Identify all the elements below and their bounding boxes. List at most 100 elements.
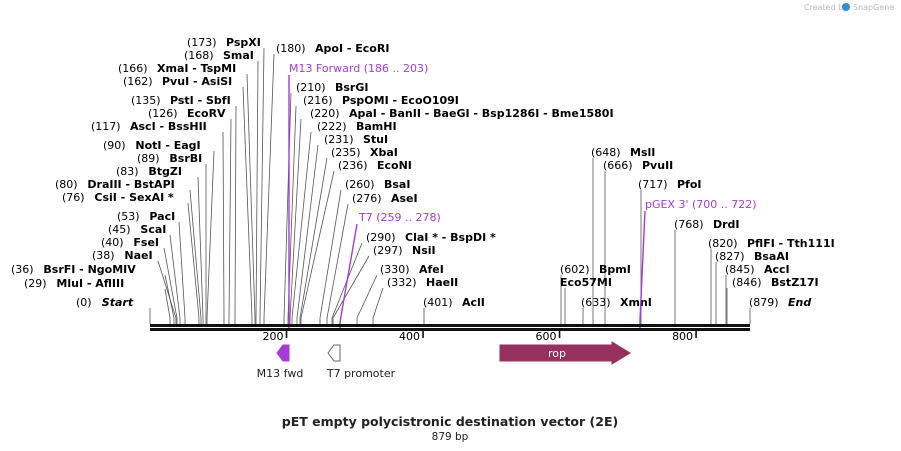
site-position: (220) [310,107,340,120]
site-position: (45) [108,223,131,236]
site-name: DraIII - BstAPI [87,178,174,191]
watermark-brand: SnapGene [853,3,894,12]
site-name: PvuI - AsiSI [162,75,232,88]
site-name: EcoRV [187,107,226,120]
leader-line-bsrfi-ngomiv [164,274,175,324]
site-position: (846) [732,276,762,289]
site-label-pfoi: (717) PfoI [638,178,702,191]
site-label-bsai: (260)BsaI [345,178,410,191]
site-label-smai: (168) SmaI [184,49,254,62]
site-name: SmaI [223,49,254,62]
site-leader-lines [149,47,751,324]
map-title: pET empty polycistronic destination vect… [282,414,618,429]
leader-line-paci [178,221,186,324]
backbone-bottom-strand [150,328,750,331]
site-label-pvui-asisi: (162)PvuI - AsiSI [123,75,232,88]
site-label-pspxi: (173)PspXI [187,36,261,49]
site-label-apai-banii-baegi-bsp1286i-bme1580i: (220)ApaI - BanII - BaeGI - Bsp1286I - B… [310,107,614,120]
site-name: PspOMI - EcoO109I [342,94,459,107]
site-name: DrdI [713,218,740,231]
leader-line-pspomi-ecoo109i [287,105,297,324]
ruler-label-200: 200 [263,330,284,343]
site-label-end: (879)End [749,296,811,309]
site-label-pvuii: (666)PvuII [603,159,673,172]
site-name: BsaAI [754,250,789,263]
leader-line-bamhi [291,131,312,324]
site-position: (666) [603,159,633,172]
site-name: BsrGI [335,81,368,94]
site-label-naei: (38)NaeI [92,249,153,262]
site-name: AccI [764,263,790,276]
site-label-bsaai: (827)BsaAI [715,250,789,263]
site-label-mlui-afliii: (29)MluI - AflIII [24,277,124,290]
watermark-text: Created by [804,3,848,12]
site-name: PacI [149,210,175,223]
site-label-asci-bsshii: (117)AscI - BssHII [91,120,207,133]
site-name: BpmI [599,263,631,276]
primer-label-m13-forward: M13 Forward (186 .. 203) [289,62,428,75]
leader-line-naei [157,260,177,324]
site-name: AseI [391,192,418,205]
site-position: (36) [11,263,34,276]
site-label-scai: (45) ScaI [108,223,166,236]
site-position: (53) [117,210,140,223]
leader-line-pspxi [259,47,265,324]
site-name: ClaI * - BspDI * [405,231,496,244]
primer-label-t7: T7 (259 .. 278) [358,211,441,224]
primer-label-pgex-3: pGEX 3' (700 .. 722) [645,198,757,211]
site-position: (648) [591,146,621,159]
site-name: XmnI [620,296,652,309]
site-name: XmaI - TspMI [157,62,236,75]
site-label-afei: (330)AfeI [380,263,444,276]
site-label-bsrgi: (210)BsrGI [296,81,368,94]
site-label-xbai: (235)XbaI [331,146,398,159]
site-position: (332) [387,276,417,289]
backbone-top-strand [150,324,750,327]
site-name: ApoI - EcoRI [315,42,389,55]
site-name: PfoI [677,178,702,191]
leader-line-econi [300,170,335,324]
site-position: (820) [708,237,738,250]
site-position: (168) [184,49,214,62]
site-name: HaeII [426,276,458,289]
primer-line-m13-forward [283,75,290,331]
site-label-draiii-bstapi: (80)DraIII - BstAPI [55,178,175,191]
site-position: (83) [116,165,139,178]
site-label-noti-eagi: (90)NotI - EagI [103,139,201,152]
site-name: BstZ17I [771,276,819,289]
site-label-haeii: (332) HaeII [387,276,458,289]
leader-line-clai-bspdi [331,242,363,324]
site-position: (222) [317,120,347,133]
site-position: (602) [560,263,590,276]
site-position: (879) [749,296,779,309]
site-label-clai-bspdi: (290)ClaI * - BspDI * [366,231,496,244]
site-position: (231) [324,133,354,146]
site-label-msli: (648)MslI [591,146,655,159]
leader-line-bsai [319,189,342,324]
site-label-bamhi: (222)BamHI [317,120,397,133]
feature-label-t7-promoter: T7 promoter [326,367,396,380]
site-name: ScaI [140,223,166,236]
site-label-bsrfi-ngomiv: (36)BsrFI - NgoMIV [11,263,136,276]
snapgene-watermark: Created by SnapGene [804,3,894,12]
site-position: (717) [638,178,668,191]
site-name: CsiI - SexAI * [94,191,174,204]
site-name: NaeI [124,249,152,262]
site-position: (117) [91,120,121,133]
site-position: (216) [303,94,333,107]
site-label-psti-sbfi: (135)PstI - SbfI [131,94,231,107]
site-name: AfeI [419,263,444,276]
map-length: 879 bp [432,431,469,443]
leader-line-btgzi [197,176,204,324]
site-position: (180) [276,42,306,55]
leader-line-xbai [299,157,328,324]
site-position: (235) [331,146,361,159]
leader-line-scai [169,234,181,324]
feature-rop: rop [499,341,631,365]
site-label-drdi: (768)DrdI [674,218,740,231]
leader-line-stui [296,144,319,324]
primer-line-t7 [328,223,358,331]
site-label-pspomi-ecoo109i: (216) PspOMI - EcoO109I [303,94,459,107]
site-position: (297) [373,244,403,257]
